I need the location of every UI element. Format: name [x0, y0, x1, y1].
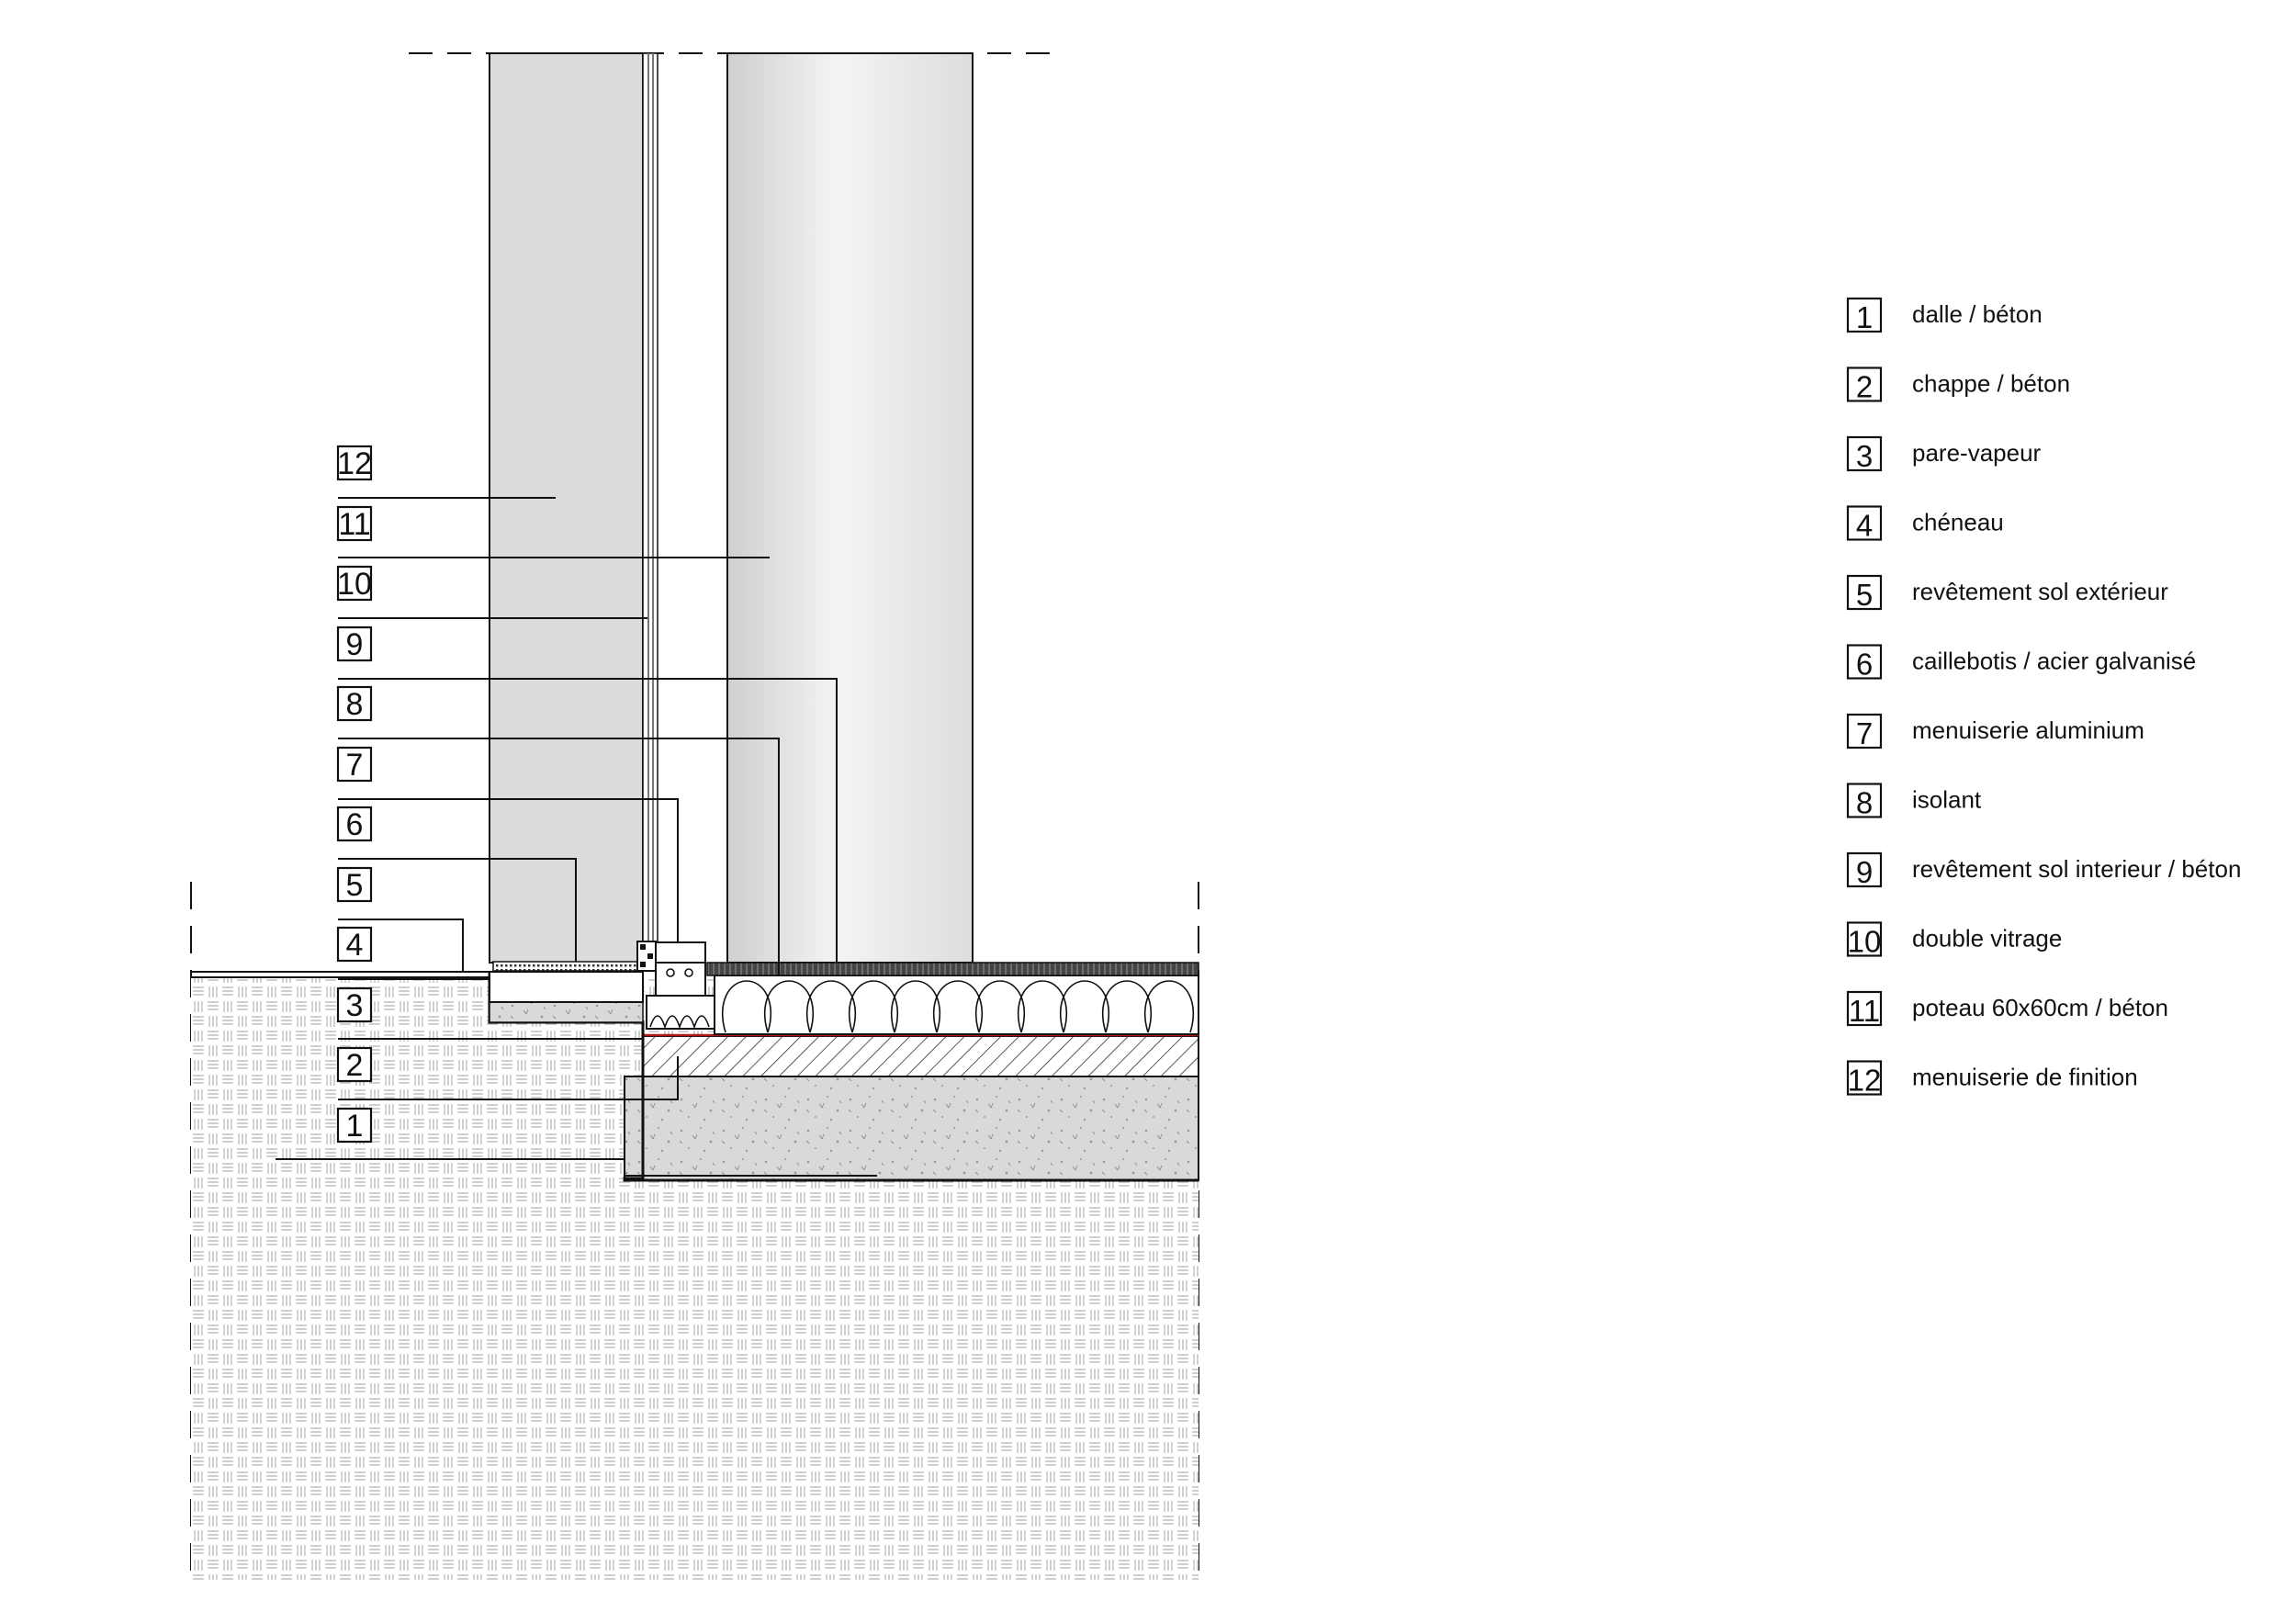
legend-label-5: revêtement sol extérieur [1912, 578, 2168, 605]
insulation-loop [932, 980, 984, 1033]
callout-box-4 [336, 926, 373, 963]
insulation-loop [763, 980, 815, 1033]
insulation-loops [721, 980, 1195, 1033]
insulation-loop [1143, 980, 1195, 1033]
callout-box-5 [336, 866, 373, 903]
insulation-loop [1059, 980, 1110, 1033]
leader-line-9 [338, 678, 838, 963]
insulation-layer [714, 975, 1199, 1035]
insulation-loop [1101, 980, 1153, 1033]
callout-number-10: 10 [337, 567, 372, 602]
callout-box-9 [336, 626, 373, 662]
finishing-joinery-panel [489, 52, 644, 964]
leader-line-6 [338, 858, 577, 962]
callout-number-7: 7 [346, 748, 364, 783]
leader-line-8 [338, 738, 780, 975]
insulation-loop [721, 980, 772, 1033]
callout-box-8 [336, 685, 373, 722]
legend-label-4: chéneau [1912, 509, 2004, 536]
double-glazing [642, 52, 658, 964]
legend-label-8: isolant [1912, 786, 1982, 814]
legend-label-11: poteau 60x60cm / béton [1912, 994, 2168, 1021]
legend-number-2: 2 [1856, 370, 1873, 404]
legend-number-6: 6 [1856, 648, 1873, 682]
legend-number-8: 8 [1856, 786, 1873, 820]
callout-box-3 [336, 986, 373, 1023]
callout-box-10 [336, 565, 373, 602]
callout-box-12 [336, 445, 373, 481]
legend-number-5: 5 [1856, 578, 1873, 612]
legend-box-9 [1846, 851, 1883, 888]
legend-number-3: 3 [1856, 439, 1873, 473]
callout-box-1 [336, 1107, 373, 1144]
legend-label-7: menuiserie aluminium [1912, 716, 2144, 744]
galvanised-grating [492, 961, 641, 972]
legend-number-10: 10 [1848, 925, 1882, 959]
insulation-loop [1017, 980, 1068, 1033]
legend-box-3 [1846, 435, 1883, 472]
callout-number-6: 6 [346, 807, 364, 842]
legend-box-12 [1846, 1060, 1883, 1096]
insulation-loop [974, 980, 1026, 1033]
callout-number-1: 1 [346, 1109, 364, 1144]
legend-label-2: chappe / béton [1912, 370, 2070, 398]
screed-layer [642, 1035, 1199, 1077]
legend-label-12: menuiserie de finition [1912, 1064, 2138, 1091]
legend-number-1: 1 [1856, 300, 1873, 334]
legend-box-4 [1846, 505, 1883, 541]
callout-box-7 [336, 746, 373, 783]
insulation-loop [890, 980, 941, 1033]
legend-box-11 [1846, 990, 1883, 1027]
legend-number-12: 12 [1848, 1064, 1882, 1098]
concrete-column [726, 52, 974, 964]
gutter-bed [489, 1001, 644, 1023]
legend-box-2 [1846, 366, 1883, 402]
leader-line-7 [338, 798, 679, 942]
legend-number-11: 11 [1849, 994, 1880, 1028]
callout-number-11: 11 [338, 507, 370, 542]
legend-label-9: revêtement sol interieur / béton [1912, 855, 2241, 883]
legend-box-7 [1846, 713, 1883, 750]
callout-number-2: 2 [346, 1048, 364, 1083]
interior-floor-finish [706, 962, 1199, 976]
concrete-slab [624, 1076, 1199, 1181]
legend-number-4: 4 [1856, 509, 1873, 543]
callout-box-2 [336, 1046, 373, 1083]
callout-leaders [276, 497, 877, 1177]
legend-box-6 [1846, 644, 1883, 680]
insulation-loop [848, 980, 899, 1033]
legend-number-7: 7 [1856, 716, 1873, 750]
legend: 1 dalle / béton 2 chappe / béton 3 pare-vapeu… [1846, 297, 2241, 1098]
legend-label-10: double vitrage [1912, 925, 2062, 952]
callout-number-4: 4 [346, 928, 364, 963]
leader-line-1 [276, 1158, 877, 1177]
legend-box-10 [1846, 921, 1883, 957]
legend-label-6: caillebotis / acier galvanisé [1912, 648, 2196, 675]
legend-label-3: pare-vapeur [1912, 439, 2042, 467]
legend-number-9: 9 [1856, 855, 1873, 889]
legend-box-1 [1846, 297, 1883, 333]
leader-line-2 [338, 1056, 679, 1100]
gutter-body [489, 971, 644, 1003]
leader-line-5 [338, 919, 464, 972]
callout-number-8: 8 [346, 687, 364, 722]
callout-number-9: 9 [346, 627, 364, 662]
insulation-loop [805, 980, 857, 1033]
callout-number-5: 5 [346, 868, 364, 903]
legend-label-1: dalle / béton [1912, 300, 2043, 328]
callout-number-3: 3 [346, 988, 364, 1023]
callout-box-6 [336, 806, 373, 842]
aluminium-frame [636, 941, 715, 1030]
callout-box-11 [336, 505, 373, 542]
callout-number-12: 12 [337, 446, 372, 481]
legend-box-8 [1846, 783, 1883, 818]
legend-box-5 [1846, 574, 1883, 611]
